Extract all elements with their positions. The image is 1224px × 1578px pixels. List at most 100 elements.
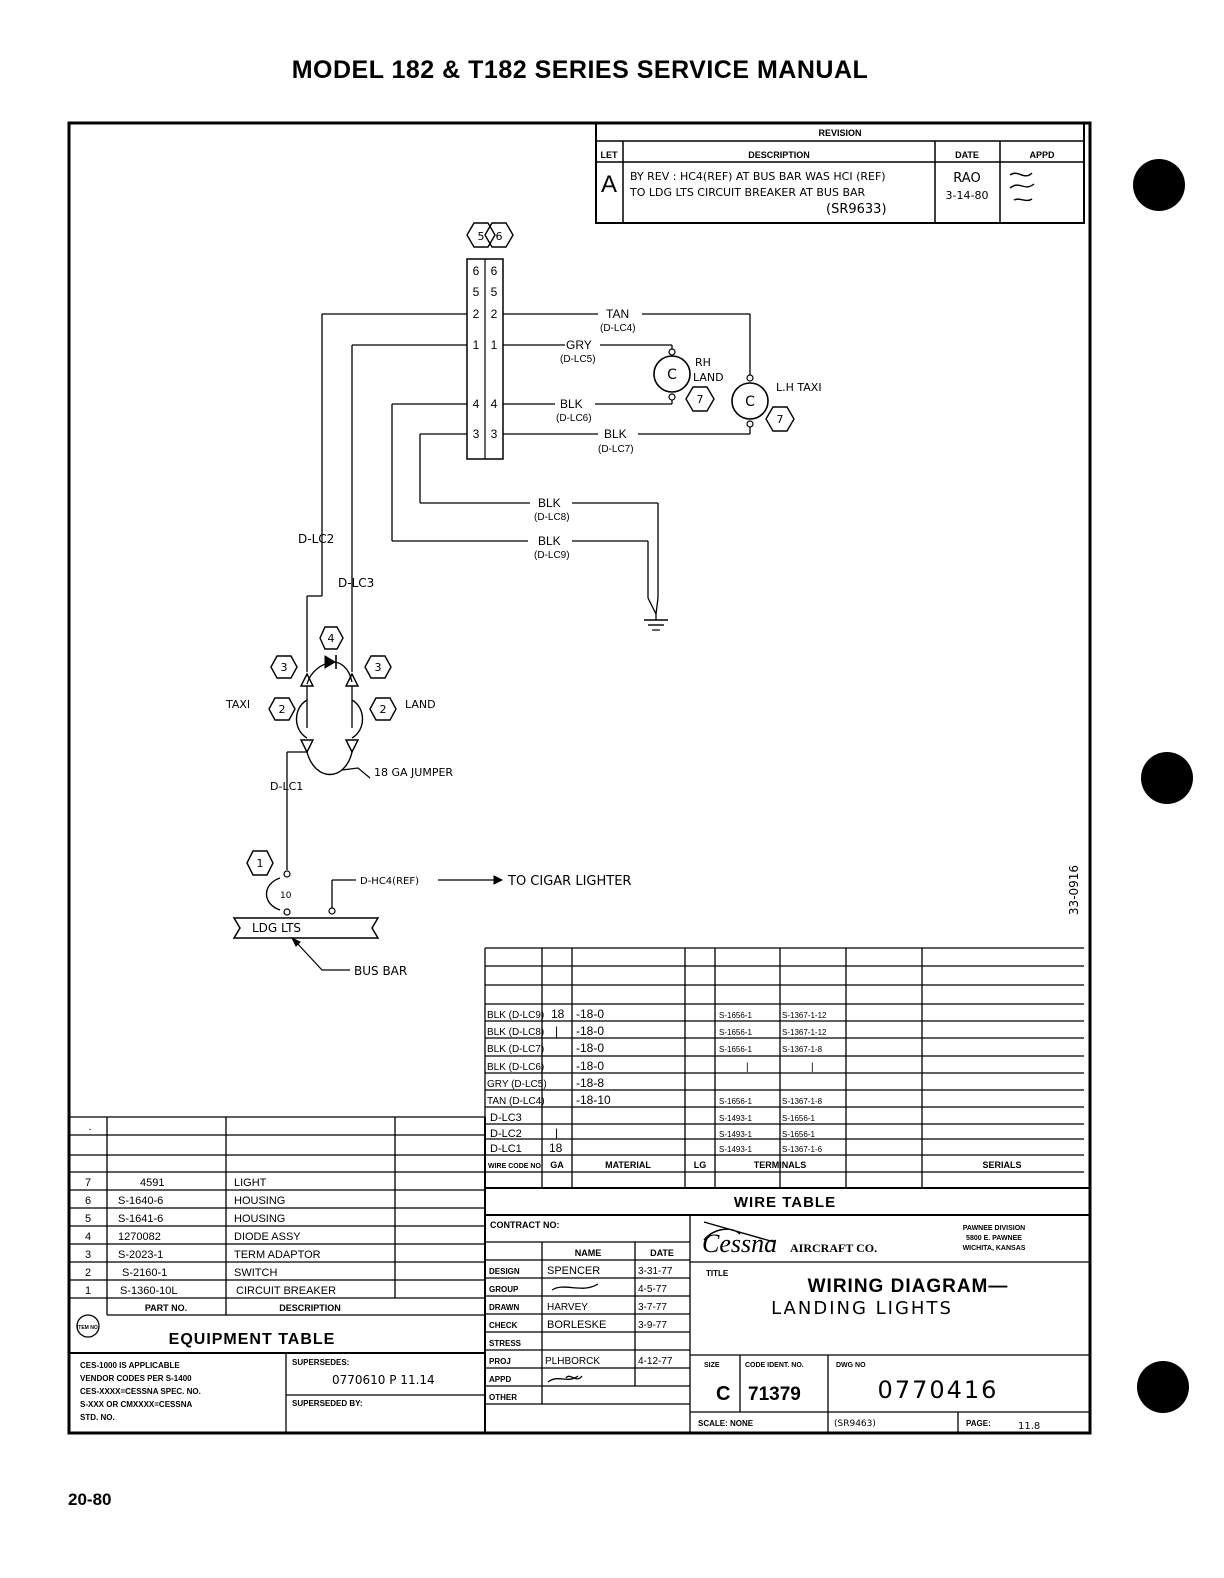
revision-line-1: BY REV : HC4(REF) AT BUS BAR WAS HCI (RE… bbox=[630, 170, 886, 183]
wire-row-8-ga: | bbox=[555, 1126, 558, 1140]
note-line-2: VENDOR CODES PER S-1400 bbox=[80, 1374, 192, 1383]
revision-header: REVISION bbox=[818, 128, 861, 138]
equipment-table-title: EQUIPMENT TABLE bbox=[169, 1331, 336, 1348]
wire-row-7-terminal-1: S-1493-1 bbox=[719, 1114, 752, 1123]
supersedes-label: SUPERSEDES: bbox=[292, 1358, 349, 1367]
equip-row-6-desc: SWITCH bbox=[234, 1267, 277, 1279]
wire-row-2-terminal-1: S-1656-1 bbox=[719, 1028, 752, 1037]
circuit-breaker bbox=[265, 877, 281, 911]
equip-row-7-item: 1 bbox=[85, 1285, 91, 1297]
drawing-title-line-1: WIRING DIAGRAM— bbox=[808, 1276, 1009, 1297]
wire-row-1-code: BLK (D-LC9) bbox=[487, 1010, 544, 1021]
wire-row-9-terminal-2: S-1367-1-6 bbox=[782, 1145, 823, 1154]
drawing-border bbox=[67, 121, 1092, 1435]
proj-date: 4-12-77 bbox=[638, 1356, 673, 1367]
taxi-switch-label: TAXI bbox=[225, 698, 250, 711]
page-value: 11.8 bbox=[1018, 1421, 1040, 1432]
role-design: DESIGN bbox=[489, 1267, 520, 1276]
revision-col-date: DATE bbox=[955, 150, 979, 160]
check-name: BORLESKE bbox=[547, 1319, 606, 1331]
pin-left-1: 1 bbox=[473, 338, 480, 352]
wire-blk-lc9-label: BLK bbox=[538, 534, 561, 548]
item-4-tag bbox=[319, 626, 344, 650]
wire-dlc1-label: D-LC1 bbox=[270, 780, 303, 793]
title-label: TITLE bbox=[706, 1269, 729, 1278]
equip-row-1-part: 4591 bbox=[140, 1177, 164, 1189]
wire-row-5-code: GRY (D-LC5) bbox=[487, 1079, 547, 1090]
role-stress: STRESS bbox=[489, 1339, 522, 1348]
equip-row-2-item: 6 bbox=[85, 1195, 91, 1207]
ldg-lts-label: LDG LTS bbox=[252, 921, 301, 935]
wire-row-1-ga: 18 bbox=[551, 1007, 565, 1021]
superseded-by-label: SUPERSEDED BY: bbox=[292, 1399, 363, 1408]
role-drawn: DRAWN bbox=[489, 1303, 519, 1312]
item-3-label-taxi: 3 bbox=[281, 661, 288, 674]
side-drawing-number: 33-0916 bbox=[1067, 865, 1081, 915]
wire-blk-lc6-label: BLK bbox=[560, 397, 583, 411]
pin-right-2: 2 bbox=[491, 307, 498, 321]
wire-row-4-code: BLK (D-LC6) bbox=[487, 1062, 544, 1073]
dwg-no-value: 0770416 bbox=[878, 1376, 999, 1404]
contract-no-label: CONTRACT NO: bbox=[490, 1220, 560, 1230]
rh-land-label-2: LAND bbox=[693, 371, 724, 384]
signatures bbox=[547, 1283, 599, 1383]
bus-bar bbox=[232, 917, 380, 939]
dwg-no-header: DWG NO bbox=[836, 1362, 866, 1369]
wire-blk-lc9-code: (D-LC9) bbox=[534, 550, 570, 561]
lh-taxi-lamp-letter: C bbox=[745, 394, 755, 410]
note-line-5: STD. NO. bbox=[80, 1413, 115, 1422]
cessna-logo-suffix: AIRCRAFT CO. bbox=[790, 1241, 877, 1255]
revision-by: RAO bbox=[953, 171, 980, 186]
wire-row-4-material: -18-0 bbox=[576, 1059, 604, 1073]
item-1-tag bbox=[246, 850, 274, 876]
division-line-1: PAWNEE DIVISION bbox=[963, 1225, 1026, 1232]
connector-tag-6 bbox=[484, 222, 514, 248]
equip-col-desc: DESCRIPTION bbox=[279, 1303, 341, 1313]
connector-tag-5 bbox=[466, 222, 496, 248]
drawn-name: HARVEY bbox=[547, 1302, 588, 1313]
wire-row-1-terminal-1: S-1656-1 bbox=[719, 1011, 752, 1020]
equipment-table-grid bbox=[69, 1116, 486, 1433]
revision-line-3: (SR9633) bbox=[826, 202, 887, 217]
revision-col-appd: APPD bbox=[1029, 150, 1055, 160]
proj-name: PLHBORCK bbox=[545, 1356, 600, 1367]
equip-row-1-item: 7 bbox=[85, 1177, 91, 1189]
page-number: 20-80 bbox=[68, 1490, 112, 1509]
wire-row-5-material: -18-8 bbox=[576, 1076, 604, 1090]
connector-tag-5-label: 5 bbox=[478, 230, 485, 243]
design-date: 3-31-77 bbox=[638, 1266, 673, 1277]
wire-blk-lc6-code: (D-LC6) bbox=[556, 413, 592, 424]
equip-row-3-item: 5 bbox=[85, 1213, 91, 1225]
land-switch-label: LAND bbox=[405, 698, 436, 711]
wire-row-3-material: -18-0 bbox=[576, 1041, 604, 1055]
revision-block bbox=[595, 122, 1085, 224]
design-name: SPENCER bbox=[547, 1265, 600, 1277]
role-check: CHECK bbox=[489, 1321, 518, 1330]
equip-row-7-part: S-1360-10L bbox=[120, 1285, 178, 1297]
equip-row-5-item: 3 bbox=[85, 1249, 91, 1261]
size-header: SIZE bbox=[704, 1362, 720, 1369]
wire-row-9-code: D-LC1 bbox=[490, 1143, 522, 1155]
item-7-tag-rh bbox=[685, 386, 715, 412]
wire-row-6-material: -18-10 bbox=[576, 1093, 611, 1107]
wire-row-1-material: -18-0 bbox=[576, 1007, 604, 1021]
item-1-label: 1 bbox=[257, 857, 264, 870]
page-title: MODEL 182 & T182 SERIES SERVICE MANUAL bbox=[291, 56, 869, 84]
equip-row-4-desc: DIODE ASSY bbox=[234, 1231, 301, 1243]
scale-label: SCALE: NONE bbox=[698, 1419, 754, 1428]
pin-right-5: 5 bbox=[491, 285, 498, 299]
wire-row-3-terminal-2: S-1367-1-8 bbox=[782, 1045, 823, 1054]
equip-row-4-part: 1270082 bbox=[118, 1231, 161, 1243]
taxi-switch bbox=[295, 699, 308, 739]
wire-row-8-terminal-1: S-1493-1 bbox=[719, 1130, 752, 1139]
revision-col-let: LET bbox=[601, 150, 619, 160]
pin-right-6: 6 bbox=[491, 264, 498, 278]
wire-gry-code: (D-LC5) bbox=[560, 354, 596, 365]
code-ident-header: CODE IDENT. NO. bbox=[745, 1362, 804, 1369]
equip-blank-item: . bbox=[88, 1121, 91, 1133]
note-line-3: CES-XXXX=CESSNA SPEC. NO. bbox=[80, 1387, 201, 1396]
sr-number: (SR9463) bbox=[834, 1419, 876, 1429]
wire-col-serials: SERIALS bbox=[982, 1160, 1021, 1170]
equip-row-2-desc: HOUSING bbox=[234, 1195, 285, 1207]
wire-dlc2-label: D-LC2 bbox=[298, 532, 334, 546]
